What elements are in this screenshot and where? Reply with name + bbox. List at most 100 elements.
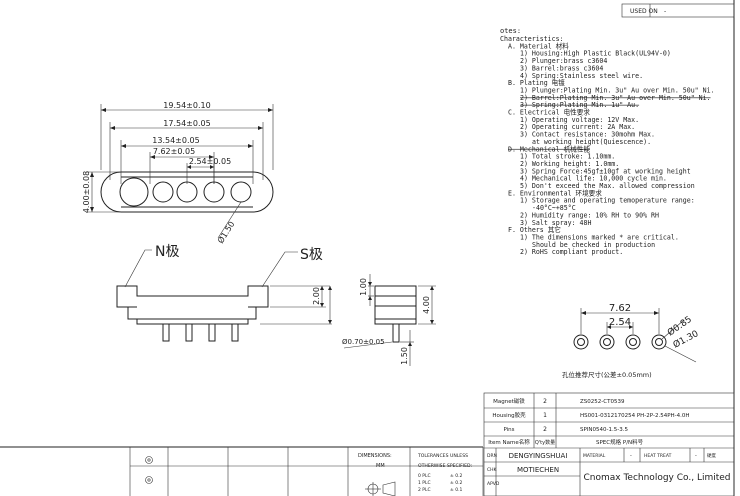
dim-inner-label: 17.54±0.05 [163, 119, 210, 128]
dim-side-body-label: 2.00 [312, 287, 321, 305]
note-line: Should be checked in production [532, 241, 655, 249]
note-line: 4) Spring:Stainless steel wire. [520, 72, 643, 80]
heat-treat-label: HEAT TREAT [644, 453, 672, 459]
drawn-by: DENGYINGSHUAI [509, 452, 568, 460]
note-line: 3) Salt spray: 48H [520, 219, 591, 227]
dim-side-top-label: 1.00 [359, 278, 368, 296]
side-pin [392, 323, 400, 343]
pcb-pad-3-inner [629, 338, 637, 346]
bom-row-1-name: Magnet磁铁 [493, 397, 525, 405]
n-pole-label: N极 [155, 244, 179, 260]
projection-symbol [365, 481, 396, 496]
dim-pin-dia: Ø0.70±0.05 [342, 338, 393, 349]
note-line: 1) Plunger:Plating Min. 3u" Au over Min.… [520, 86, 715, 94]
dim-outer-pitch-label: 13.54±0.05 [152, 136, 199, 145]
dim-pcb-pitch: 2.54 [606, 317, 634, 334]
note-line: 5) Don't exceed the Max. allowed compres… [520, 182, 695, 190]
approved-label: APVD [487, 481, 500, 487]
dim-pcb-pitch-label: 2.54 [609, 317, 631, 328]
note-line: E. Environmental 环境要求 [508, 188, 602, 197]
note-line: 3) Barrel:brass c3604 [520, 64, 603, 72]
bom-row-3-name: Pins [503, 427, 514, 433]
s-pole-callout: S极 [261, 247, 323, 288]
bom-row-2-name: Housing胶壳 [492, 411, 526, 419]
hole-5 [230, 181, 252, 203]
bom-row-1-qty: 2 [543, 398, 547, 405]
bom-row-3-qty: 2 [543, 426, 547, 433]
used-on-label: USED ON [630, 8, 658, 15]
pcb-pad-2-inner [603, 338, 611, 346]
note-line: 1) Total stroke: 1.10mm. [520, 153, 615, 161]
note-line: 1) The dimensions marked * are critical. [520, 233, 679, 241]
dim-height-label: 4.00±0.08 [82, 171, 91, 213]
note-line: 3) Spring Force:45gf±10gf at working hei… [520, 167, 691, 175]
revision-strip: DIMENSIONS: MM TOLERANCES UNLESS OTHERWI… [129, 447, 484, 496]
note-line: 2) Plunger:brass c3604 [520, 57, 607, 65]
dim-side-total-label: 4.00 [422, 296, 431, 314]
bom-table: Magnet磁铁 2 ZS0252-CT0539 Housing胶壳 1 HS0… [483, 392, 735, 496]
side-view: 1.00 4.00 Ø0.70±0.05 1.50 [342, 274, 436, 366]
dim-overall: 19.54±0.10 [100, 101, 274, 170]
dim-pcb-span: 7.62 [580, 303, 660, 334]
note-line: 3) Spring:Plating Min. 1u" Au. [520, 101, 639, 109]
note-line: 3) Contact resistance: 30mohm Max. [520, 131, 655, 139]
dim-pitch-label: 2.54±0.05 [189, 157, 231, 166]
bom-row-2-qty: 1 [543, 412, 547, 419]
note-line: F. Others 其它 [508, 225, 561, 234]
dim-hole-dia-label: Ø1.50 [215, 219, 236, 245]
dimensions-label: DIMENSIONS: [358, 453, 392, 459]
pcb-pad-4-outer [651, 334, 667, 350]
pcb-pad-1-outer [573, 334, 589, 350]
pin-1 [162, 323, 170, 342]
material-value: - [630, 453, 632, 459]
checked-label: CHK [487, 467, 498, 473]
dim-overall-label: 19.54±0.10 [163, 101, 210, 110]
pcb-pad-2-outer [599, 334, 615, 350]
notes-heading: otes: [500, 27, 521, 35]
note-line: 1) Storage and operating temoperature ra… [520, 197, 695, 205]
dim-pitch: 2.54±0.05 [186, 157, 231, 184]
dim-hole-dia: Ø1.50 [215, 201, 242, 245]
note-line: 1) Operating voltage: 12V Max. [520, 116, 639, 124]
tolerance-row-1-value: ± 0.2 [450, 473, 462, 479]
tolerance-row-1-place: 0 PLC [418, 473, 431, 479]
note-line: D. Mechanical 机械性能 [508, 144, 590, 153]
note-line: 1) Housing:High Plastic Black(UL94V-0) [520, 50, 671, 58]
pin-3 [208, 323, 216, 342]
bom-header-name: Item Name名称 [488, 438, 530, 446]
material-label: MATERIAL [583, 453, 606, 459]
note-line: A. Material 材料 [508, 41, 569, 50]
hole-3 [176, 181, 198, 203]
bom-header-qty: Q'ty数量 [535, 439, 555, 446]
heat-treat-value: - [695, 453, 697, 459]
s-pole-label: S极 [300, 247, 323, 263]
pcb-pad-3-outer [625, 334, 641, 350]
bom-row-1-part: ZS0252-CT0539 [580, 399, 625, 405]
bom-row-3-part: SPIN0540-1.5-3.5 [580, 427, 629, 433]
note-line: 2) Working height: 1.0mm. [520, 160, 619, 168]
dim-inner: 17.54±0.05 [109, 119, 264, 180]
note-line: Characteristics: [500, 35, 564, 43]
dim-side-pin: 1.50 [400, 330, 414, 366]
dim-pin-dia-label: Ø0.70±0.05 [342, 338, 385, 346]
drawn-label: DRN [487, 453, 497, 459]
dim-height: 4.00±0.08 [82, 171, 120, 213]
note-line: 2) Barrel:Plating Min. 3u" Au over Min. … [520, 94, 711, 102]
top-view: 19.54±0.10 17.54±0.05 13.54±0.05 7.62±0.… [82, 101, 274, 245]
dim-front-heights: 2.00 [260, 285, 332, 325]
dimensions-unit: MM [376, 463, 385, 469]
note-line: C. Electrical 电性要求 [508, 108, 590, 117]
hardness-label: 硬度 [707, 452, 716, 459]
front-view: N极 S极 2.00 [116, 244, 332, 342]
note-line: -40°C~+85°C [532, 204, 576, 212]
dim-side-total: 4.00 [418, 285, 436, 325]
front-view-pins [162, 323, 239, 342]
dim-mid-pitch-label: 7.62±0.05 [153, 147, 195, 156]
tolerance-label-1: TOLERANCES UNLESS [417, 453, 468, 459]
revision-marker-2 [145, 476, 153, 484]
svg-text:-: - [664, 8, 666, 15]
top-view-holes [119, 177, 252, 207]
note-line: B. Plating 电镀 [508, 78, 565, 87]
used-on-box: USED ON - [621, 3, 735, 18]
